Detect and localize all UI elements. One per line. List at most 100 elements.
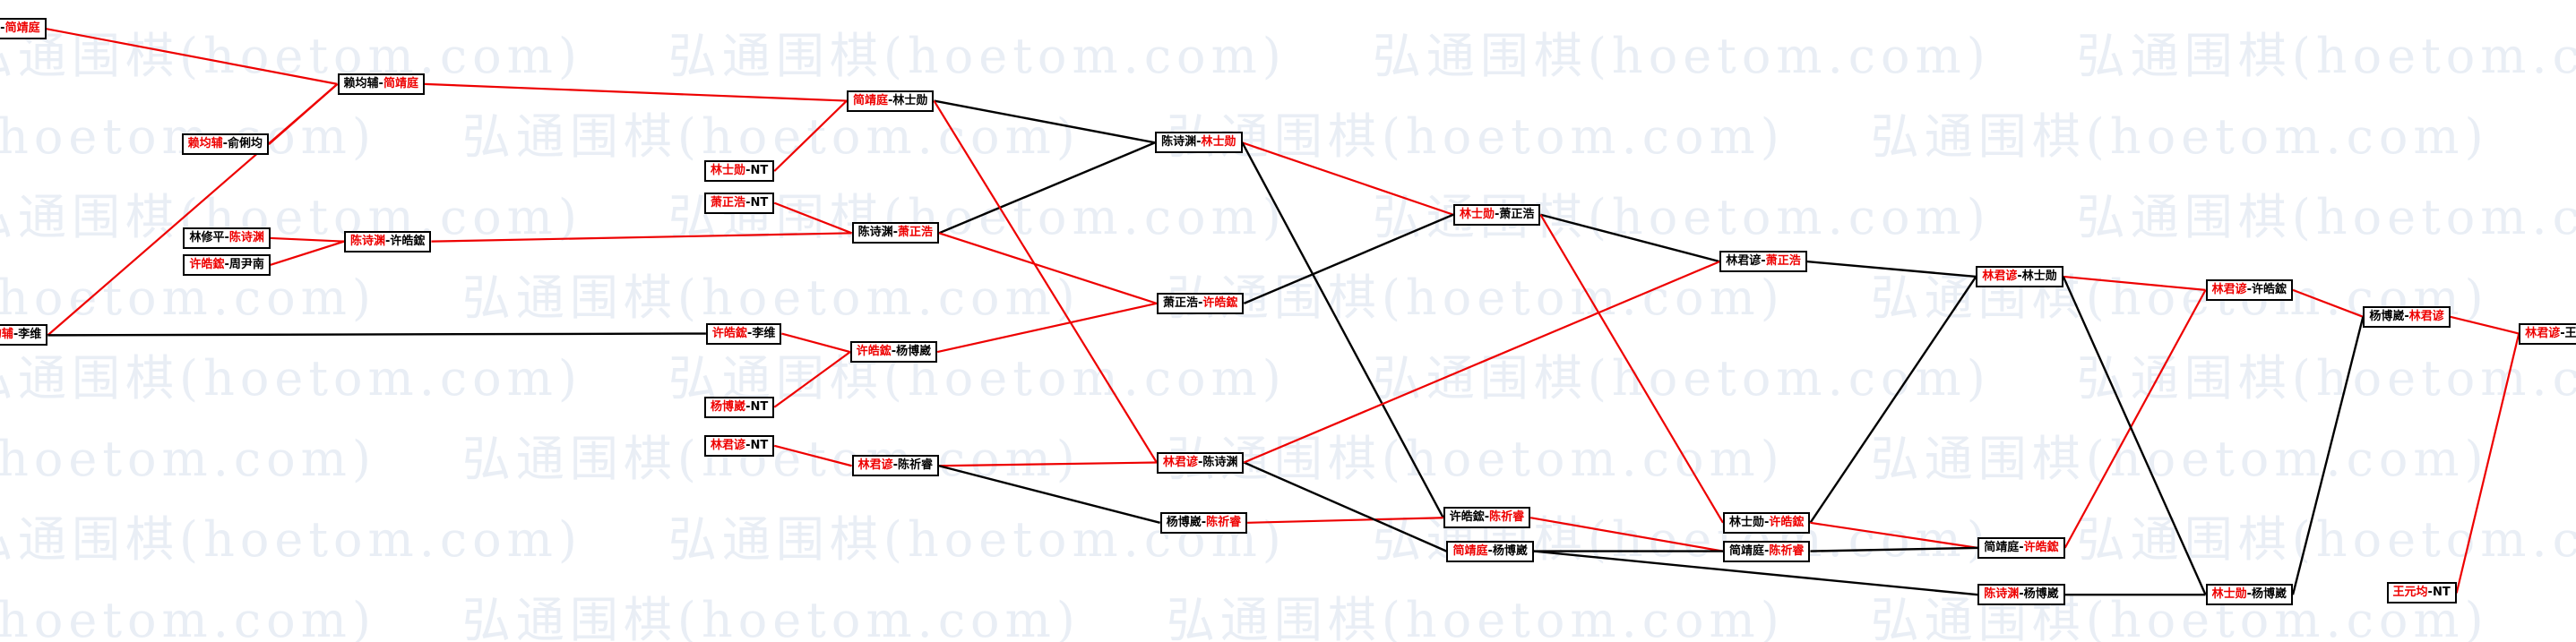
- edge-winner-path: [938, 232, 1158, 304]
- player-b: 许皓鋐: [2023, 540, 2059, 554]
- match-node[interactable]: 林士勋-杨博崴: [2205, 584, 2293, 606]
- player-a: 林士勋: [2211, 587, 2247, 602]
- player-b: 许皓鋐: [2251, 282, 2287, 296]
- match-node[interactable]: 林君谚-NT: [704, 434, 775, 457]
- edge-loser-path: [1810, 546, 1978, 552]
- player-b: 周尹南: [228, 257, 264, 271]
- match-node[interactable]: 简靖庭-杨博崴: [1446, 540, 1534, 562]
- match-node[interactable]: 陈诗渊-萧正浩: [851, 222, 940, 244]
- edge-winner-path: [268, 83, 339, 146]
- player-a: 杨博崴: [711, 399, 746, 414]
- vs-separator: -: [378, 76, 383, 90]
- match-node[interactable]: 许皓鋐-李维: [705, 322, 782, 345]
- player-b: NT: [750, 399, 769, 414]
- player-b: 简靖庭: [383, 76, 418, 90]
- player-a: 萧正浩: [1162, 295, 1198, 310]
- match-node[interactable]: 林君谚-陈诗渊: [1156, 451, 1245, 474]
- player-b: 林君谚: [2408, 309, 2444, 323]
- player-a: 许皓鋐: [711, 326, 747, 340]
- edge-loser-path: [1243, 461, 1447, 552]
- player-a: 赖均辅: [187, 137, 223, 151]
- match-node[interactable]: 林士勋-许皓鋐: [1723, 511, 1811, 534]
- player-b: 李维: [18, 328, 42, 342]
- watermark-text: 弘通围棋(hoetom.com)弘通围棋(hoetom.com)弘通围棋(hoe…: [0, 511, 2576, 568]
- edge-winner-path: [431, 232, 852, 243]
- vs-separator: -: [745, 195, 751, 210]
- match-node[interactable]: 杨博崴-陈祈睿: [1159, 511, 1248, 534]
- match-node[interactable]: 简靖庭-许皓鋐: [1977, 536, 2065, 559]
- edge-winner-path: [1247, 517, 1443, 524]
- match-node[interactable]: 林士勋-萧正浩: [1452, 203, 1541, 226]
- edge-loser-path: [934, 99, 1156, 144]
- player-b: 王元均: [2564, 326, 2576, 340]
- edge-winner-path: [2063, 275, 2206, 291]
- vs-separator: -: [746, 326, 753, 340]
- edge-loser-path: [938, 141, 1156, 235]
- match-node[interactable]: 陈诗渊-杨博崴: [1977, 584, 2065, 606]
- match-node[interactable]: 林君谚-陈祈睿: [851, 455, 940, 477]
- player-b: 俞俐均: [228, 137, 263, 151]
- match-node[interactable]: 林修平-陈诗渊: [183, 227, 271, 249]
- match-node[interactable]: 赖均辅-李维: [0, 324, 48, 347]
- match-node[interactable]: 简靖庭-陈祈睿: [1723, 540, 1811, 562]
- player-b: 萧正浩: [1499, 207, 1535, 221]
- player-a: 杨博崴: [2369, 309, 2405, 323]
- player-a: 陈诗渊: [857, 226, 893, 240]
- match-node[interactable]: 林君谚-萧正浩: [1719, 251, 1807, 273]
- match-node[interactable]: 林士勋-NT: [704, 160, 775, 183]
- match-node[interactable]: 陈诗渊-许皓鋐: [344, 230, 432, 253]
- vs-separator: -: [2404, 309, 2409, 323]
- vs-separator: -: [2019, 587, 2024, 602]
- player-b: 林士勋: [1201, 135, 1236, 150]
- edge-winner-path: [773, 201, 853, 235]
- vs-separator: -: [2246, 587, 2252, 602]
- watermark-text: 弘通围棋(hoetom.com)弘通围棋(hoetom.com)弘通围棋(hoe…: [0, 350, 2576, 407]
- player-a: 简靖庭: [1452, 544, 1488, 558]
- player-b: 陈祈睿: [1489, 510, 1525, 525]
- vs-separator: -: [13, 328, 19, 342]
- player-a: 许皓鋐: [856, 345, 892, 359]
- vs-separator: -: [385, 234, 391, 248]
- match-node[interactable]: 许皓鋐-陈祈睿: [1443, 507, 1531, 529]
- match-node[interactable]: 许皓鋐-杨博崴: [849, 341, 938, 364]
- match-node[interactable]: 林君谚-王元均: [2519, 322, 2576, 345]
- player-a: 林君谚: [711, 438, 746, 452]
- match-node[interactable]: 赖均辅-简靖庭: [337, 73, 425, 95]
- match-node[interactable]: 杨博崴-林君谚: [2363, 305, 2451, 328]
- match-node[interactable]: 萧正浩-许皓鋐: [1156, 292, 1245, 314]
- vs-separator: -: [1487, 544, 1493, 558]
- player-b: 萧正浩: [1765, 254, 1801, 269]
- player-b: NT: [750, 195, 769, 210]
- player-a: 许皓鋐: [189, 257, 225, 271]
- edge-winner-path: [2292, 288, 2364, 318]
- match-node[interactable]: 赖均辅-俞俐均: [181, 133, 270, 156]
- match-node[interactable]: 萧正浩-NT: [704, 192, 775, 214]
- player-a: 王元均: [2392, 586, 2428, 600]
- edge-loser-path: [1540, 213, 1720, 263]
- match-node[interactable]: 许皓鋐-周尹南: [183, 253, 271, 276]
- edge-winner-path: [270, 240, 345, 266]
- match-node[interactable]: 林君谚-许皓鋐: [2205, 278, 2293, 301]
- match-node[interactable]: 简靖庭-林士勋: [847, 90, 935, 112]
- player-a: 萧正浩: [711, 195, 746, 210]
- player-a: 林修平: [189, 230, 225, 244]
- edge-loser-path: [2291, 316, 2365, 595]
- player-a: 陈诗渊: [350, 234, 386, 248]
- match-node[interactable]: 王元均-NT: [2386, 582, 2457, 604]
- player-b: 林士勋: [2021, 269, 2057, 283]
- watermark-text: 弘通围棋(hoetom.com)弘通围棋(hoetom.com)弘通围棋(hoe…: [0, 270, 2576, 326]
- watermark-text: 弘通围棋(hoetom.com)弘通围棋(hoetom.com)弘通围棋(hoe…: [0, 431, 2576, 487]
- match-node[interactable]: ?阳-简靖庭: [0, 18, 47, 40]
- player-b: 杨博崴: [2251, 587, 2287, 602]
- player-b: NT: [2432, 586, 2451, 600]
- vs-separator: -: [0, 21, 5, 36]
- watermark-text: 弘通围棋(hoetom.com)弘通围棋(hoetom.com)弘通围棋(hoe…: [0, 108, 2576, 165]
- edge-winner-path: [1539, 214, 1724, 524]
- vs-separator: -: [1196, 135, 1202, 150]
- match-node[interactable]: 林君谚-林士勋: [1976, 265, 2063, 287]
- player-a: 林士勋: [711, 164, 746, 178]
- match-node[interactable]: 陈诗渊-林士勋: [1155, 132, 1243, 154]
- player-a: 简靖庭: [1729, 544, 1765, 558]
- match-node[interactable]: 杨博崴-NT: [704, 396, 775, 418]
